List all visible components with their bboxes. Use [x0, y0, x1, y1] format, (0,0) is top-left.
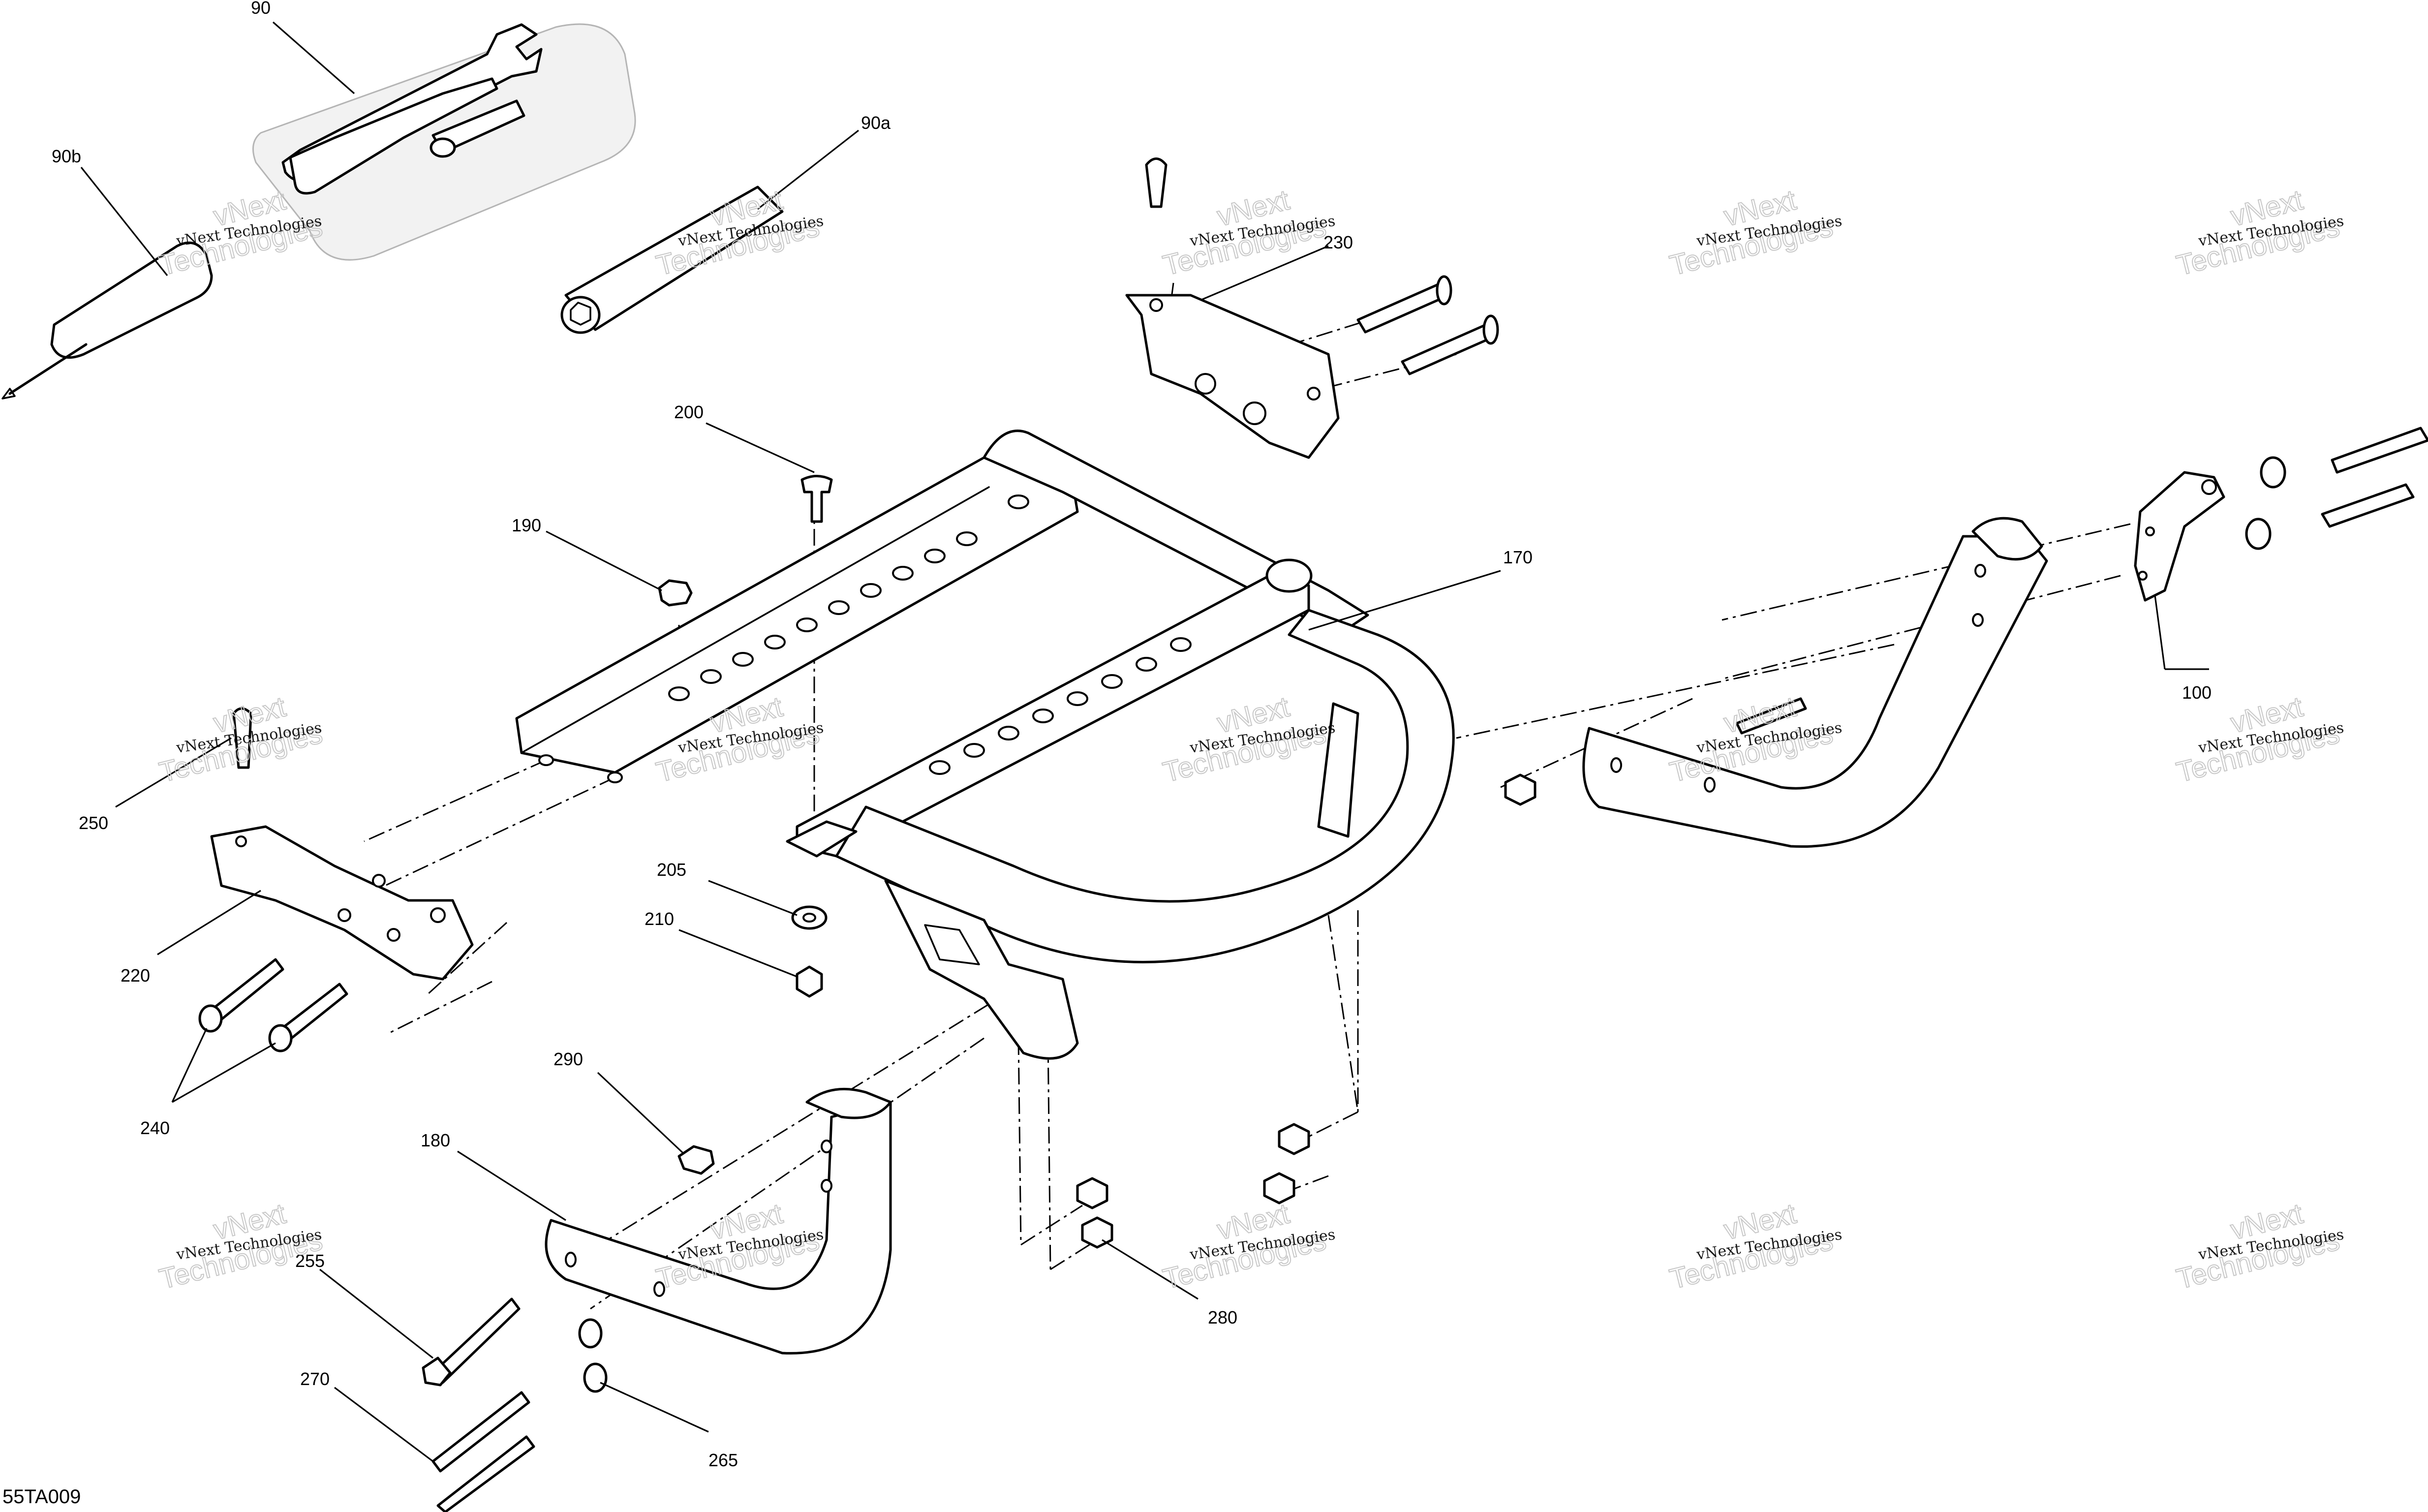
nut-280-a-icon [1076, 1177, 1108, 1209]
assembly-center-lines [364, 282, 2131, 1310]
bracket-220 [198, 707, 474, 1052]
callout-240: 240 [140, 1118, 170, 1138]
callout-290: 290 [553, 1049, 583, 1069]
washer-265-upper-icon [578, 1318, 603, 1349]
diagram-code: 55TA009 [2, 1486, 81, 1508]
callout-250: 250 [79, 813, 108, 833]
screwdriver-handle-icon [50, 241, 213, 359]
callout-200: 200 [674, 402, 704, 422]
socket-end-icon [430, 137, 456, 158]
bracket-220-screw-icon [232, 707, 252, 769]
callout-90b: 90b [52, 146, 81, 166]
bolt-200-icon [800, 475, 833, 523]
bracket-230-bolt-upper-icon [1356, 281, 1450, 334]
watermark-15: Technologies vNext vNext Technologies [2173, 1197, 2345, 1296]
watermark-6: Technologies vNext vNext Technologies [155, 690, 326, 789]
callout-255: 255 [295, 1251, 325, 1271]
callout-265: 265 [708, 1450, 738, 1470]
callout-180: 180 [421, 1130, 450, 1150]
frame-side-plate [1317, 702, 1359, 838]
left-step-top [805, 1087, 892, 1119]
left-rail-holes [668, 494, 1029, 701]
bolt-270-lower-icon [436, 1435, 535, 1512]
callout-230: 230 [1323, 232, 1353, 252]
callout-90: 90 [251, 0, 271, 18]
bracket-230-bolt-lower-icon [1401, 323, 1495, 375]
watermark-13: Technologies vNext vNext Technologies [1159, 1197, 1336, 1296]
watermark-11: Technologies vNext vNext Technologies [155, 1197, 326, 1296]
main-frame-170 [515, 430, 1455, 1060]
leader-lines [80, 21, 2209, 1462]
bolt-100-lower-icon [2321, 483, 2415, 528]
bolt-100-upper-icon [2331, 427, 2428, 474]
bracket-230-body [1125, 294, 1340, 459]
frame-hoop [835, 609, 1455, 963]
nut-280-b-icon [1081, 1216, 1113, 1249]
nut-290-icon [677, 1145, 715, 1175]
callout-270: 270 [300, 1369, 330, 1389]
watermark-2: Technologies vNext vNext Technologies [652, 184, 825, 282]
nut-190-icon [658, 579, 693, 607]
washer-100-lower-icon [2245, 518, 2272, 550]
frame-latch [1265, 558, 1313, 593]
bolt-right-step-icon [1735, 697, 1807, 735]
watermark-8: Technologies vNext vNext Technologies [1159, 690, 1336, 789]
callout-210: 210 [645, 909, 674, 929]
callout-90a: 90a [861, 113, 891, 133]
bolt-255-head-icon [422, 1357, 452, 1387]
middle-rail-holes [929, 637, 1192, 775]
washer-100-upper-icon [2260, 456, 2286, 489]
watermark-9: Technologies vNext vNext Technologies [1666, 690, 1843, 789]
callout-280: 280 [1208, 1307, 1237, 1327]
callout-220: 220 [121, 965, 150, 986]
callout-190: 190 [512, 515, 541, 535]
callout-labels: 90 90a 90b 230 200 190 170 250 205 210 1… [52, 0, 2212, 1470]
watermark-4: Technologies vNext vNext Technologies [1666, 184, 1843, 282]
left-step-tube [545, 1101, 892, 1355]
nut-right-step-icon [1504, 773, 1537, 806]
center-fasteners [658, 475, 833, 998]
left-step-180 [422, 1087, 892, 1512]
pliers-icon [289, 77, 498, 195]
tool-kit [1, 23, 784, 400]
right-step-tube [1582, 535, 2048, 848]
watermark-3: Technologies vNext vNext Technologies [1159, 184, 1336, 282]
frame-lower-bracket [884, 879, 1079, 1060]
callout-100: 100 [2182, 682, 2212, 703]
right-step-top [1971, 517, 2043, 561]
bolt-270-upper-icon [431, 1391, 530, 1473]
nut-280-c-icon [1278, 1123, 1310, 1155]
callout-170: 170 [1503, 547, 1533, 567]
callout-205: 205 [657, 860, 686, 880]
bracket-230 [1125, 157, 1499, 459]
right-step [1504, 427, 2428, 848]
washer-265-lower-icon [583, 1362, 608, 1393]
bracket-230-screw-icon [1145, 157, 1168, 208]
nut-280-d-icon [1263, 1172, 1295, 1204]
bracket-220-body [210, 825, 474, 981]
nuts-280 [1076, 1123, 1310, 1249]
socket-wrench-end-icon [560, 296, 601, 334]
nut-210-icon [796, 965, 823, 998]
frame-center-plate [786, 820, 858, 858]
watermark-14: Technologies vNext vNext Technologies [1666, 1197, 1843, 1296]
watermark-5: Technologies vNext vNext Technologies [2173, 184, 2345, 282]
watermark-10: Technologies vNext vNext Technologies [2173, 690, 2345, 789]
screwdriver-shaft-icon [8, 343, 88, 395]
